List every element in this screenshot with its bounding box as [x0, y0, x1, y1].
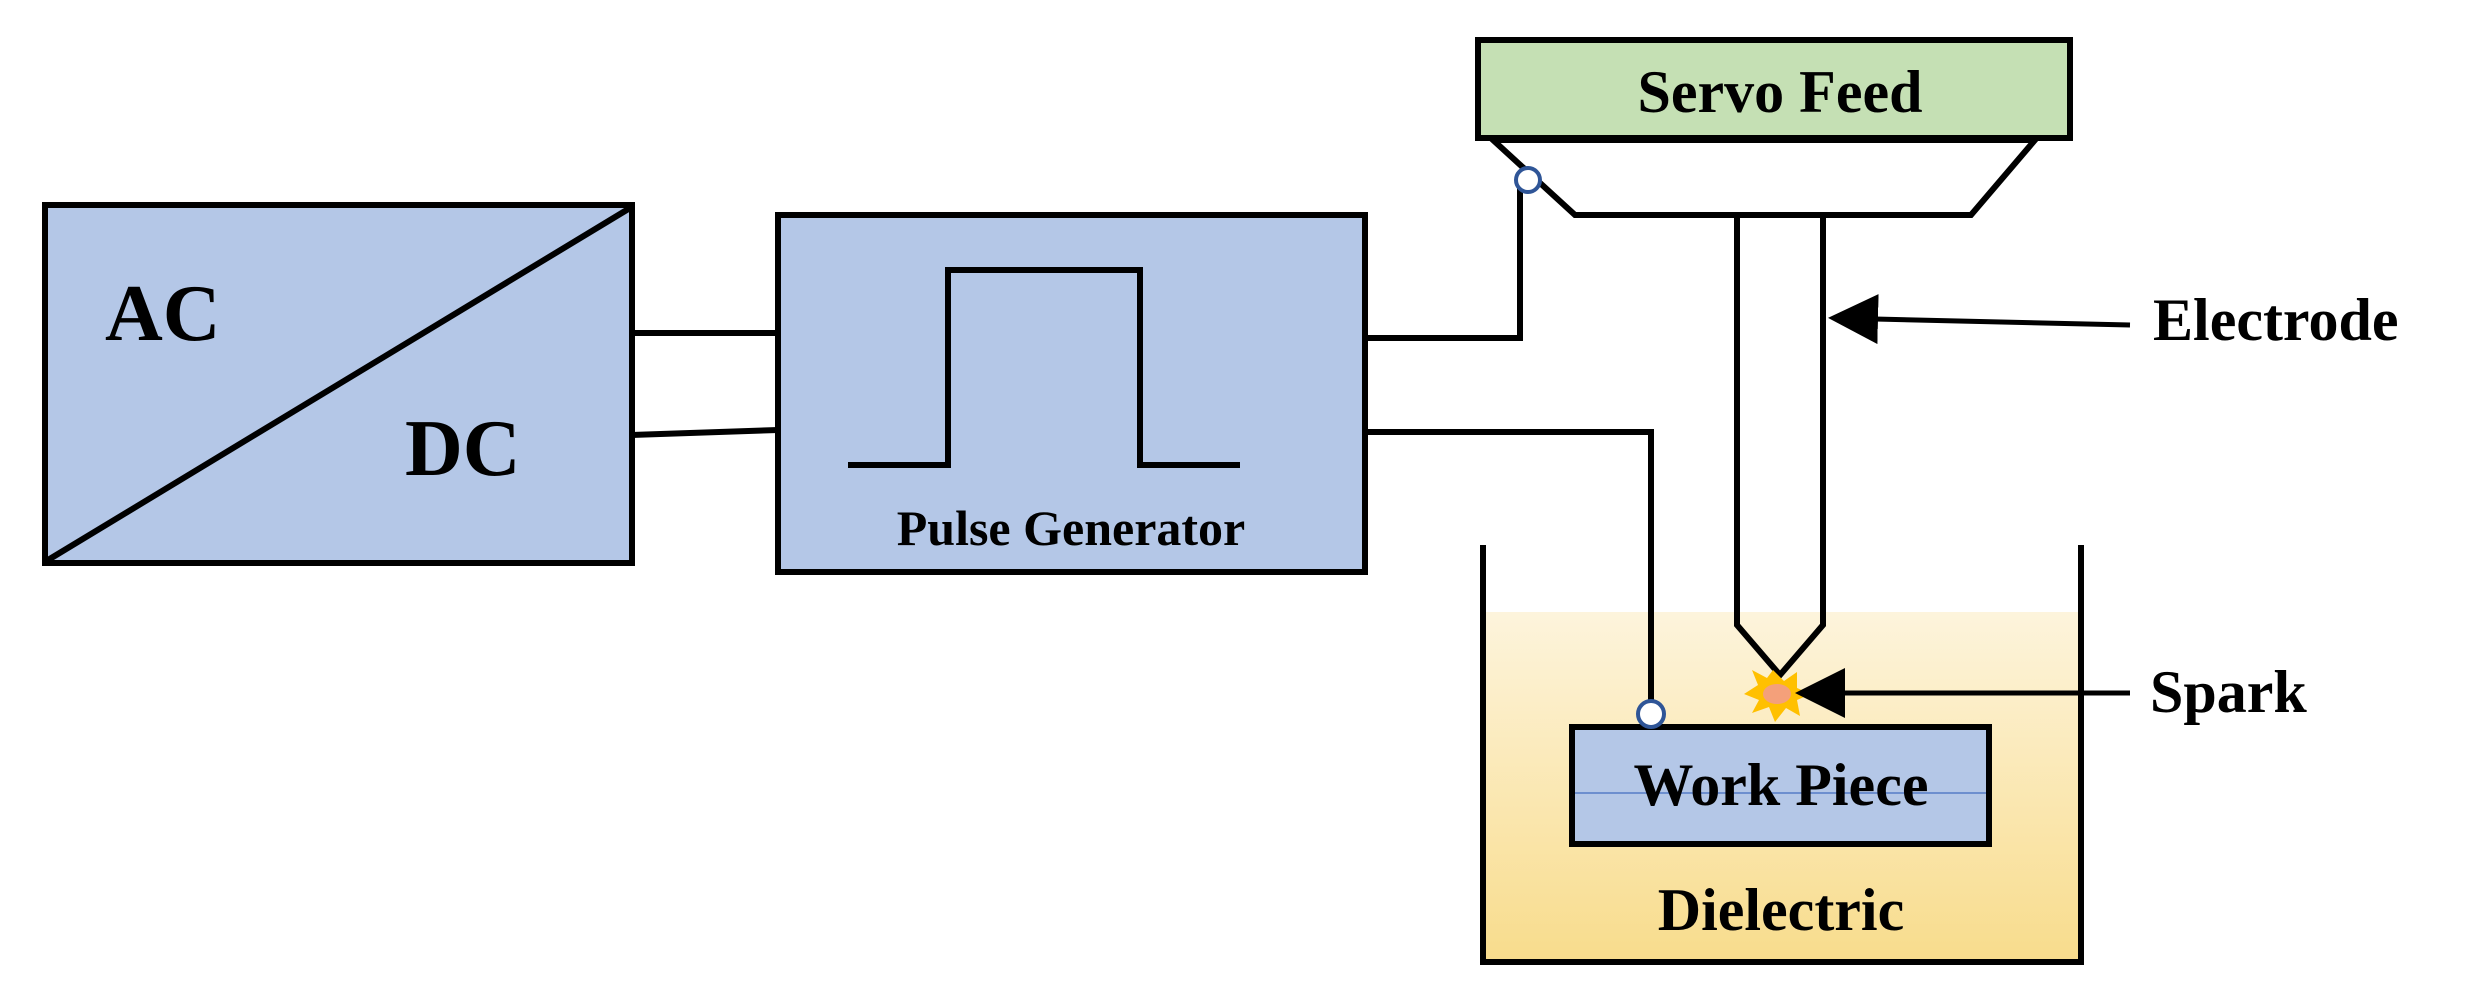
ac-dc-converter: AC DC — [42, 202, 635, 566]
electrode-label: Electrode — [2153, 287, 2398, 353]
dielectric-label: Dielectric — [1658, 877, 1904, 943]
electrode — [1734, 215, 1826, 680]
wire-to-workpiece — [1365, 429, 1654, 700]
workpiece-terminal — [1636, 699, 1666, 729]
electrode-arrow — [1828, 294, 2131, 345]
work-piece-label: Work Piece — [1634, 752, 1929, 818]
servo-feed-label: Servo Feed — [1638, 59, 1923, 125]
wire-converter-pulse-bottom — [631, 427, 779, 438]
servo-feed: Servo Feed — [1475, 37, 2073, 218]
ac-label: AC — [105, 270, 221, 358]
spark-icon — [1744, 670, 1811, 722]
pulse-waveform — [848, 267, 1240, 468]
wire-to-electrode — [1365, 182, 1523, 341]
work-piece: Work Piece — [1569, 724, 1992, 847]
pulse-generator: Pulse Generator — [775, 212, 1368, 575]
electrode-terminal — [1514, 166, 1542, 194]
pulse-generator-label: Pulse Generator — [897, 500, 1246, 556]
spark-label: Spark — [2150, 659, 2307, 725]
servo-holder — [1485, 137, 2042, 218]
dielectric-tank — [1480, 545, 2084, 965]
dc-label: DC — [405, 405, 521, 493]
